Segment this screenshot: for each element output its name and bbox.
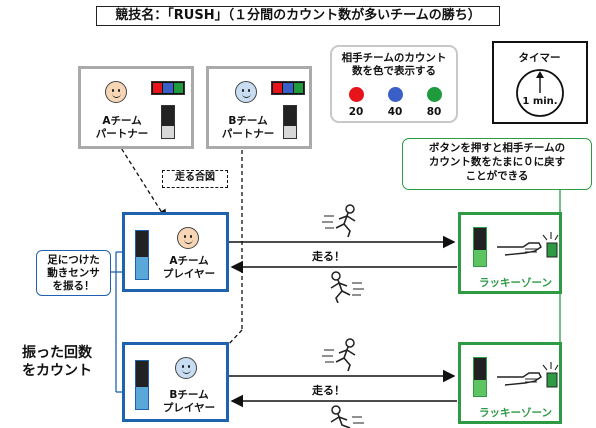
lucky-zone-label-2: ラッキーゾーン [479, 407, 552, 419]
partner-a-led-strip [151, 81, 185, 95]
partner-a-box: Aチーム パートナー [78, 66, 194, 149]
runner-icon-out-1 [322, 204, 356, 238]
lucky-zone-1-hand-icon [497, 232, 559, 258]
player-b-sensor-device [135, 360, 149, 410]
player-a-box: Aチーム プレイヤー [122, 212, 229, 292]
legend-dot-green [427, 87, 442, 102]
runner-icon-back-2 [330, 405, 364, 428]
color-legend: 相手チームのカウント 数を色で表示する 20 40 80 [330, 45, 458, 123]
runner-icon-back-1 [330, 271, 364, 303]
partner-b-button-device [283, 105, 297, 139]
run-signal-label: 走る合図 [162, 170, 228, 188]
partner-a-button-device [161, 105, 175, 139]
sensor-note: 足につけた 動きセンサ を振る！ [36, 250, 111, 296]
partner-b-box: Bチーム パートナー [206, 66, 312, 149]
partner-b-face-icon [235, 81, 257, 103]
run-label-1: 走る！ [312, 250, 345, 263]
lucky-zone-label-1: ラッキーゾーン [479, 277, 552, 289]
player-b-box: Bチーム プレイヤー [122, 342, 229, 422]
run-label-2: 走る！ [312, 384, 345, 397]
lucky-zone-2-hand-icon [497, 362, 559, 388]
partner-b-led-strip [271, 81, 305, 95]
lucky-zone-box-2: ラッキーゾーン [458, 342, 562, 424]
lucky-zone-box-1: ラッキーゾーン [458, 212, 562, 294]
signal-line-a [117, 142, 167, 221]
lucky-zone-2-button-device [473, 357, 487, 397]
legend-value-green: 80 [426, 106, 442, 118]
partner-a-label: Aチーム パートナー [95, 115, 149, 140]
color-legend-heading: 相手チームのカウント 数を色で表示する [341, 52, 447, 77]
runner-icon-out-2 [322, 338, 356, 372]
page-title: 競技名：「RUSH」（１分間のカウント数が多いチームの勝ち） [96, 6, 500, 26]
lucky-button-note: ボタンを押すと相手チームの カウント数をたまに０に戻す ことができる [402, 138, 592, 190]
player-b-face-icon [175, 357, 197, 379]
partner-b-label: Bチーム パートナー [221, 115, 275, 140]
player-b-label: Bチーム プレイヤー [162, 389, 216, 414]
player-a-sensor-device [135, 230, 149, 280]
legend-value-blue: 40 [387, 106, 403, 118]
legend-dot-red [349, 87, 364, 102]
partner-a-face-icon [105, 81, 127, 103]
lucky-zone-1-button-device [473, 227, 487, 267]
timer-clock-icon [516, 69, 564, 117]
timer-value: 1 min. [522, 96, 558, 107]
legend-dot-blue [388, 87, 403, 102]
timer-box: タイマー 1 min. [492, 41, 588, 124]
legend-value-red: 20 [348, 106, 364, 118]
player-a-label: Aチーム プレイヤー [162, 255, 216, 280]
player-a-face-icon [177, 227, 199, 249]
count-note: 振った回数 をカウント [22, 345, 92, 379]
timer-label: タイマー [518, 52, 561, 64]
